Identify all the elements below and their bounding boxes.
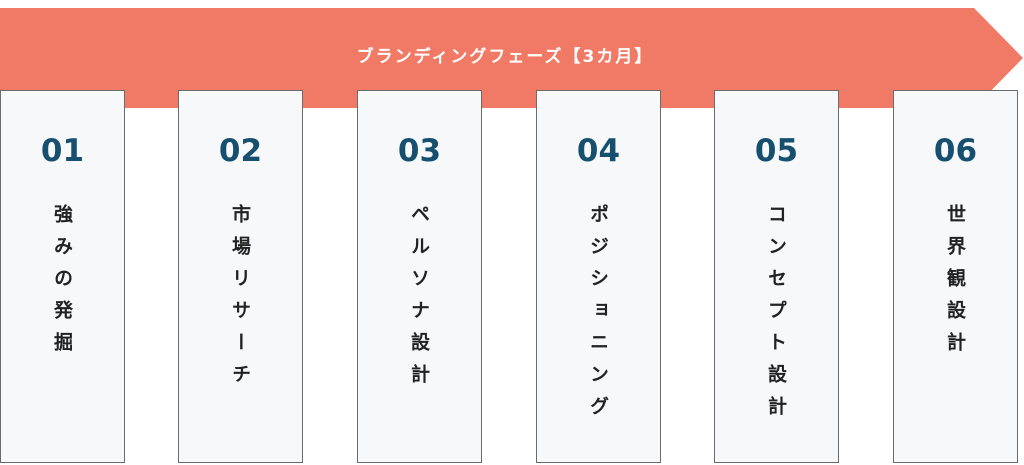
step-number: 06 <box>933 133 978 169</box>
step-label: 強みの発掘 <box>51 204 73 364</box>
step-label: 世界観設計 <box>944 204 966 364</box>
step-card-06: 06 世界観設計 <box>893 90 1018 463</box>
step-label: ポジショニング <box>587 204 609 428</box>
step-number: 01 <box>40 133 85 169</box>
step-number: 05 <box>754 133 799 169</box>
phase-arrow-banner <box>0 8 1023 108</box>
step-number: 04 <box>576 133 621 169</box>
step-number: 03 <box>397 133 442 169</box>
step-card-04: 04 ポジショニング <box>536 90 661 463</box>
step-label: コンセプト設計 <box>765 204 787 428</box>
step-label: ペルソナ設計 <box>408 204 430 396</box>
step-card-02: 02 市場リサーチ <box>178 90 303 463</box>
step-number: 02 <box>218 133 263 169</box>
step-card-03: 03 ペルソナ設計 <box>357 90 482 463</box>
phase-title: ブランディングフェーズ【3カ月】 <box>356 47 654 67</box>
step-label: 市場リサーチ <box>229 204 251 396</box>
step-card-05: 05 コンセプト設計 <box>714 90 839 463</box>
step-card-01: 01 強みの発掘 <box>0 90 125 463</box>
